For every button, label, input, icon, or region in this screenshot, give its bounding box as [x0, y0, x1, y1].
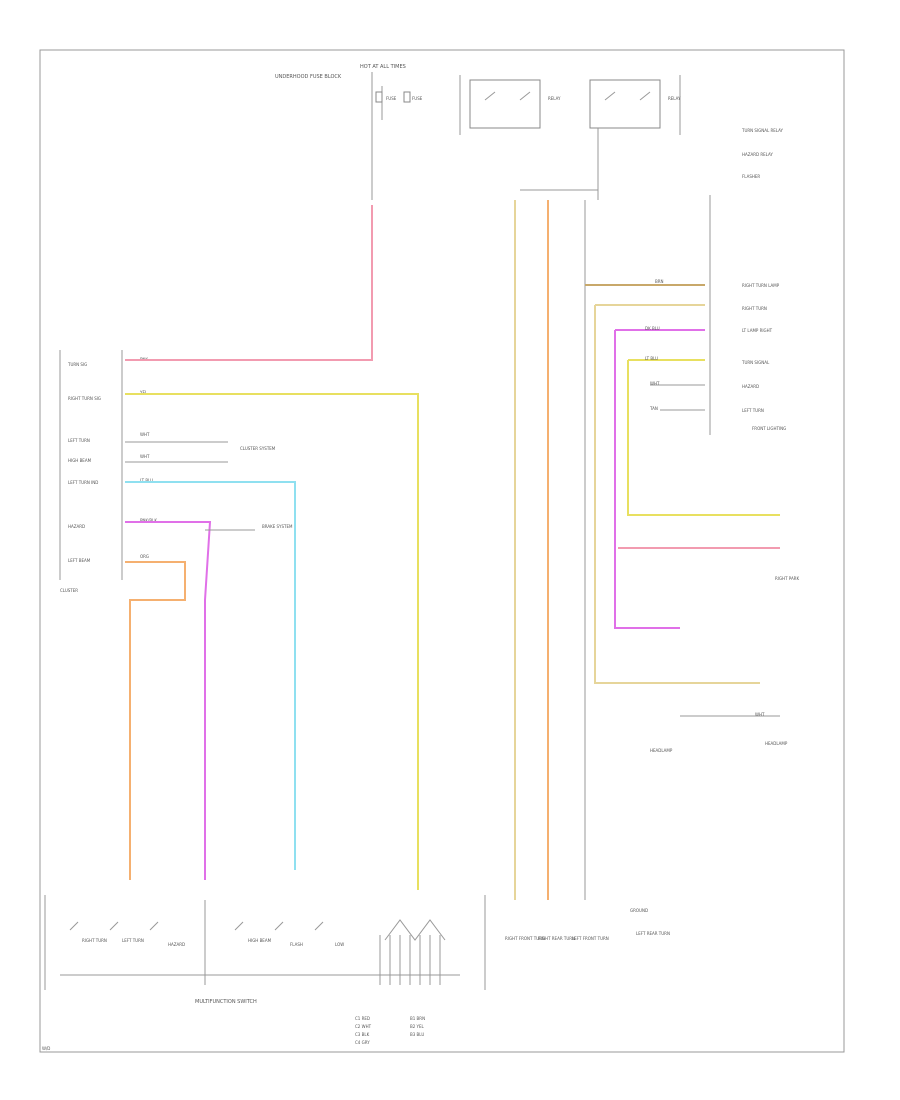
cluster-pin-7: LEFT BEAM — [68, 558, 91, 563]
legend-b3: B3 BLU — [410, 1032, 424, 1037]
cluster-title: CLUSTER — [60, 588, 78, 593]
connector-1: RIGHT FRONT TURN — [505, 936, 545, 941]
right-wire-2: DK BLU — [645, 326, 660, 331]
switch-contact-3: HAZARD — [168, 942, 185, 947]
cluster-pin-2: RIGHT TURN SIG — [68, 396, 101, 401]
fuse-block-label: UNDERHOOD FUSE BLOCK — [275, 74, 342, 80]
relay-1-label: RELAY — [548, 96, 561, 101]
switch-contact-5: FLASH — [290, 942, 303, 947]
right-label-6: LEFT TURN — [742, 408, 764, 413]
legend-c1: C1 RED — [355, 1016, 370, 1021]
cluster-wire-5: LT BLU — [140, 478, 153, 483]
right-label-7: RIGHT PARK — [775, 576, 799, 581]
connector-2: RIGHT REAR TURN — [538, 936, 575, 941]
switch-contact-6: LOW — [335, 942, 344, 947]
cluster-pin-4: HIGH BEAM — [68, 458, 92, 463]
right-label-1: RIGHT TURN LAMP — [742, 283, 780, 288]
switch-contact-1: RIGHT TURN — [82, 938, 107, 943]
front-lighting-label: FRONT LIGHTING — [752, 426, 786, 431]
fuse-2-label: FUSE — [412, 96, 423, 101]
right-label-4: TURN SIGNAL — [741, 360, 770, 365]
cluster-wire-4: WHT — [140, 454, 150, 459]
right-wire-5: TAN — [649, 406, 658, 411]
hot-at-all-times-label: HOT AT ALL TIMES — [360, 64, 406, 70]
right-panel: RIGHT TURN LAMP RIGHT TURN LT LAMP RIGHT… — [630, 279, 799, 913]
right-wire-6: WHT — [755, 712, 765, 717]
relay-2-label: RELAY — [668, 96, 681, 101]
bottom-connectors: RIGHT FRONT TURN RIGHT REAR TURN LEFT FR… — [484, 895, 670, 990]
footer-code: W/D — [42, 1046, 50, 1051]
legend-c4: C4 GRY — [355, 1040, 370, 1045]
switch-contact-4: HIGH BEAM — [248, 938, 272, 943]
legend-hazard-relay: HAZARD RELAY — [742, 152, 773, 157]
cluster-system-label: CLUSTER SYSTEM — [240, 446, 276, 451]
cluster-pin-1: TURN SIG — [67, 362, 87, 367]
cluster-pin-6: HAZARD — [68, 524, 85, 529]
cluster-pin-3: LEFT TURN — [68, 438, 90, 443]
right-label-5: HAZARD — [742, 384, 759, 389]
brake-system-label: BRAKE SYSTEM — [262, 524, 293, 529]
legend-c2: C2 WHT — [355, 1024, 372, 1029]
legend-c3: C3 BLK — [355, 1032, 370, 1037]
right-label-9: HEADLAMP — [650, 748, 673, 753]
right-wire-1: BRN — [655, 279, 664, 284]
legend-turn-signal-relay: TURN SIGNAL RELAY — [741, 128, 784, 133]
right-wire-4: WHT — [650, 381, 660, 386]
diagram-frame — [39, 49, 845, 1053]
switch-contact-2: LEFT TURN — [122, 938, 144, 943]
wire-light-blue — [125, 481, 296, 870]
connector-3: LEFT FRONT TURN — [572, 936, 609, 941]
wires — [125, 195, 780, 900]
legend-b2: B2 YEL — [410, 1024, 425, 1029]
right-label-2: RIGHT TURN — [742, 306, 767, 311]
wire-yellow-2 — [627, 359, 780, 516]
wire-pink — [125, 205, 373, 361]
ground-label: GROUND — [630, 908, 648, 913]
wire-yellow — [125, 393, 419, 890]
wire-orange — [125, 561, 186, 880]
connector-4: LEFT REAR TURN — [636, 931, 670, 936]
legend-flasher: FLASHER — [742, 174, 760, 179]
legend-b1: B1 BRN — [410, 1016, 425, 1021]
multifunction-switch: RIGHT TURN LEFT TURN HAZARD HIGH BEAM FL… — [44, 895, 460, 1045]
right-wire-3: LT BLU — [645, 356, 658, 361]
top-legend: TURN SIGNAL RELAY HAZARD RELAY FLASHER — [741, 128, 784, 179]
switch-title: MULTIFUNCTION SWITCH — [195, 999, 257, 1005]
cluster-wire-2: YEL — [139, 390, 148, 395]
right-label-8: HEADLAMP — [765, 741, 788, 746]
cluster-wire-3: WHT — [140, 432, 150, 437]
cluster-wire-7: ORG — [140, 554, 149, 559]
wire-violet — [125, 521, 212, 880]
fuse-block: UNDERHOOD FUSE BLOCK HOT AT ALL TIMES FU… — [275, 64, 423, 200]
cluster-pin-5: LEFT TURN IND — [68, 480, 98, 485]
wire-tan-2 — [594, 304, 760, 684]
right-label-3: LT LAMP RIGHT — [742, 328, 773, 333]
cluster: CLUSTER TURN SIG RIGHT TURN SIG LEFT TUR… — [59, 350, 293, 593]
fuse-1-label: FUSE — [386, 96, 397, 101]
relay-block: RELAY RELAY — [459, 75, 681, 200]
wire-violet-2 — [614, 329, 705, 629]
cluster-wire-6: PNK/BLK — [140, 518, 157, 523]
